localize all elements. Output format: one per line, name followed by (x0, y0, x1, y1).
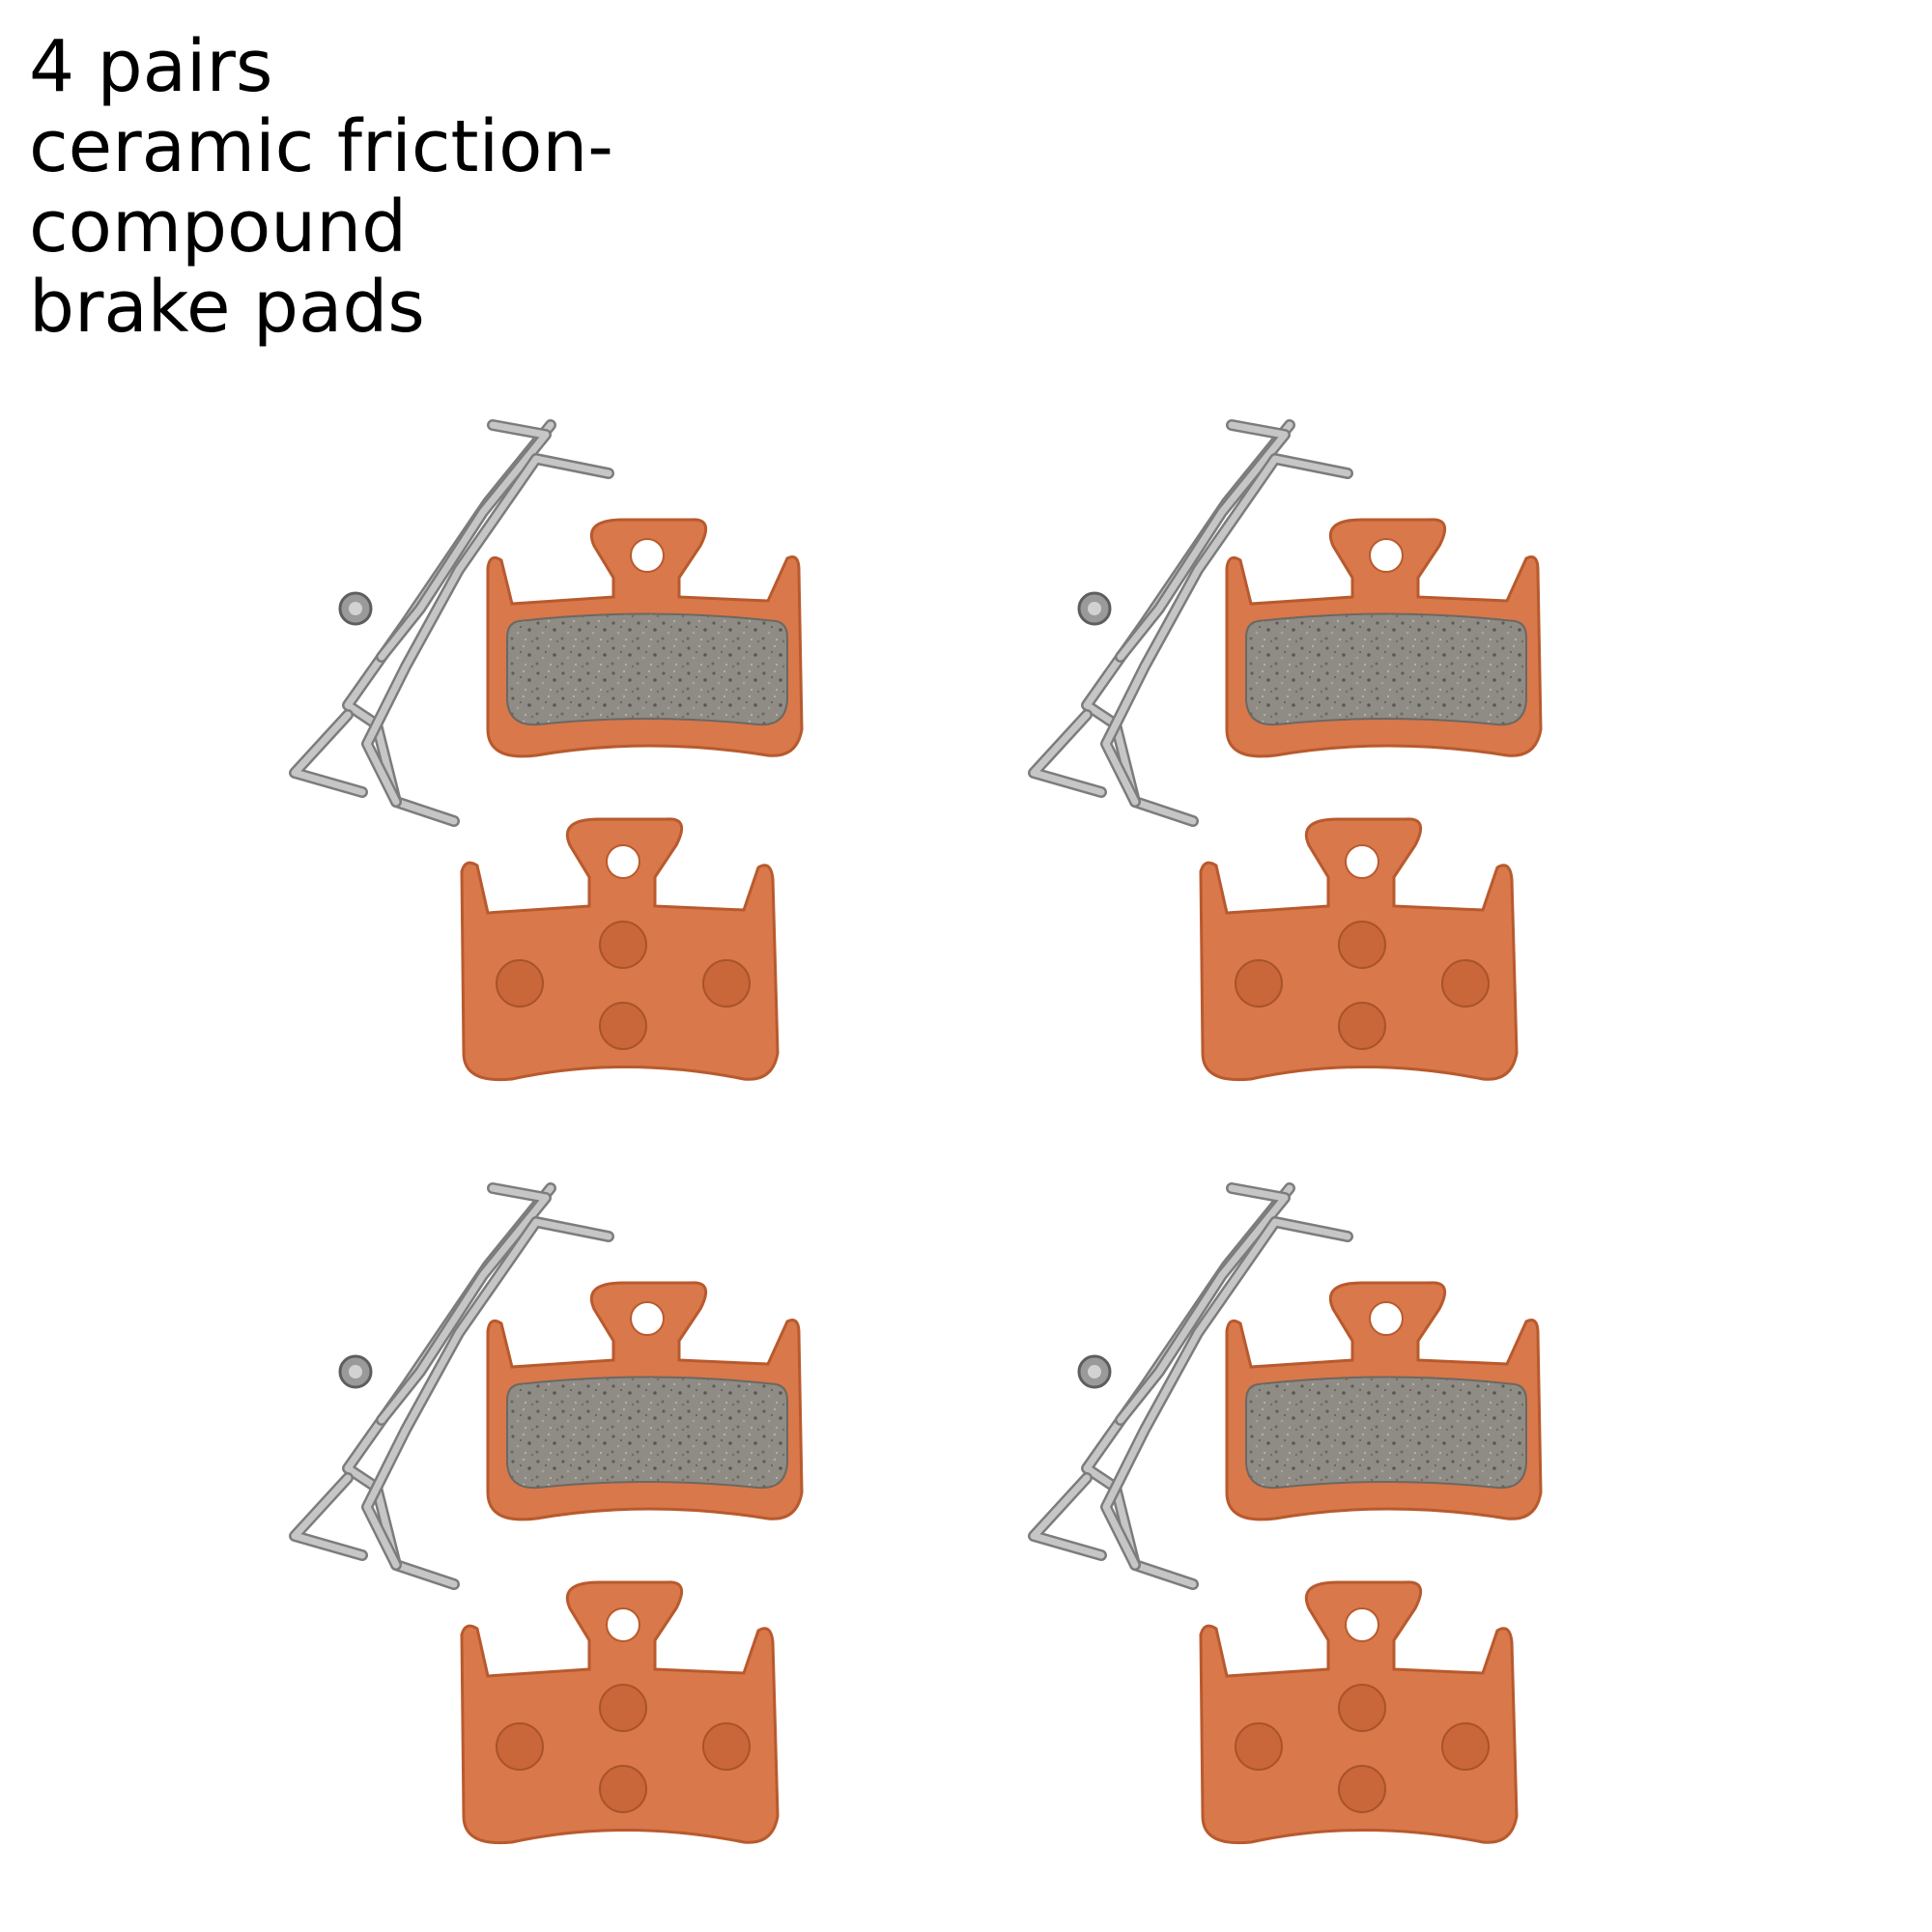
caption-line-quantity: 4 pairs (29, 25, 273, 108)
caption-line-material: ceramic friction- (29, 105, 614, 188)
brake-pad-pair-2 (1034, 425, 1541, 1080)
brake-pad-pair-1 (295, 425, 802, 1080)
caption-line-product: brake pads (29, 266, 425, 349)
brake-pad-pair-3 (295, 1188, 802, 1843)
product-caption: 4 pairs ceramic friction- compound brake… (29, 27, 898, 348)
brake-pad-pair-4 (1034, 1188, 1541, 1843)
caption-line-compound: compound (29, 185, 408, 269)
